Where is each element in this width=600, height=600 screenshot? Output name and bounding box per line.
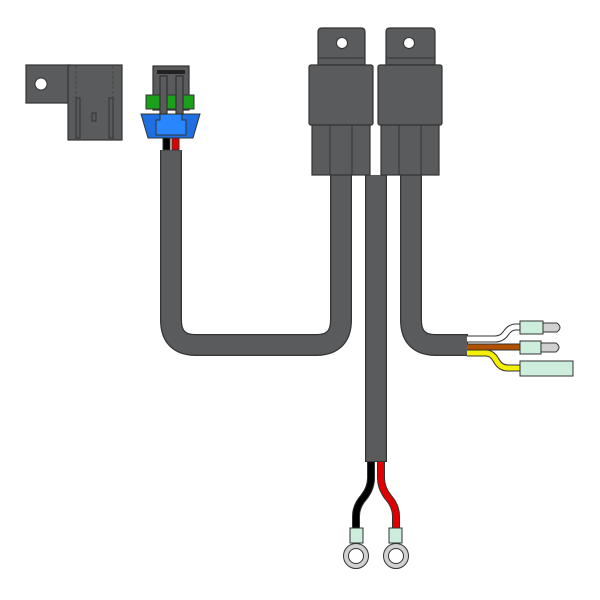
relay-mounting-hole bbox=[403, 37, 415, 49]
spade-terminal-yellow bbox=[519, 360, 574, 377]
harness-cables bbox=[160, 150, 468, 462]
relay-mounting-hole bbox=[336, 37, 348, 49]
cable-to-connector bbox=[160, 150, 352, 356]
mounting-hole bbox=[34, 77, 48, 91]
relay-1 bbox=[308, 27, 374, 176]
cable-to-switch-fill bbox=[401, 175, 467, 355]
connector-latch-green bbox=[145, 94, 195, 110]
bullet-tip-brown bbox=[540, 342, 560, 353]
ring-terminal-sleeve-black bbox=[349, 527, 364, 544]
headlight-connector bbox=[140, 65, 201, 151]
ring-terminal-sleeve-red bbox=[388, 527, 403, 544]
bullet-terminal-white bbox=[519, 320, 544, 335]
battery-wires bbox=[343, 462, 409, 569]
bullet-tip-white bbox=[542, 322, 561, 333]
relay-2 bbox=[377, 27, 443, 176]
cable-to-connector-fill bbox=[161, 150, 351, 355]
switch-wires bbox=[467, 320, 574, 377]
mounting-bracket bbox=[25, 64, 123, 141]
bullet-terminal-brown bbox=[519, 340, 542, 355]
